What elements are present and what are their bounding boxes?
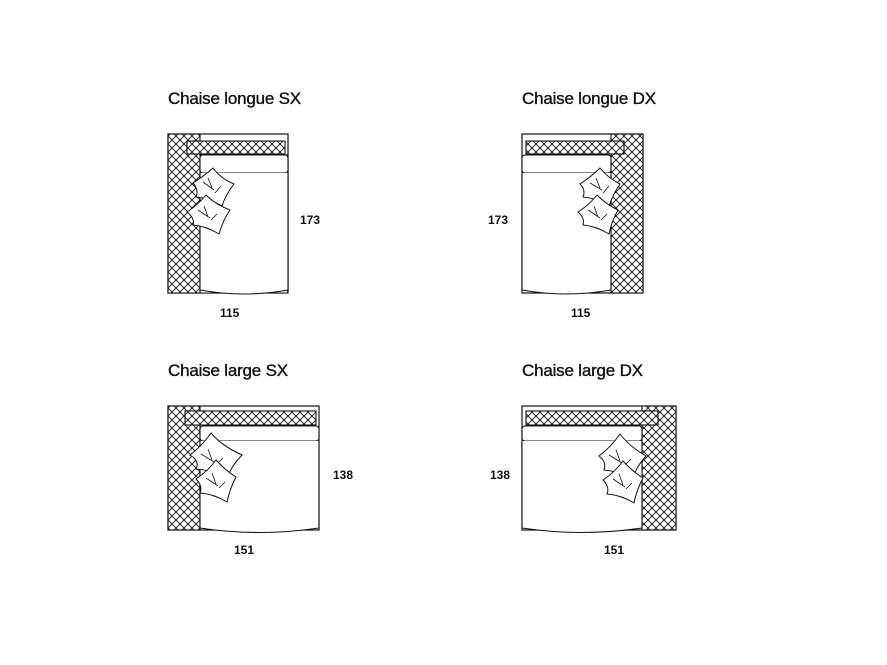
pillow-icon: [577, 167, 621, 235]
side-armrest: [641, 405, 677, 531]
pillow-icon: [186, 167, 235, 235]
module-title: Chaise large SX: [168, 361, 288, 380]
module-title: Chaise large DX: [522, 361, 643, 380]
back-cushion: [525, 140, 625, 155]
width-dimension: 115: [220, 306, 240, 320]
pillow-icon: [598, 433, 647, 504]
back-cushion: [184, 410, 317, 426]
back-cushion: [525, 410, 659, 426]
module-title: Chaise longue DX: [522, 89, 656, 108]
depth-dimension: 173: [488, 213, 509, 227]
depth-dimension: 173: [300, 213, 321, 227]
back-cushion: [186, 140, 286, 155]
width-dimension: 151: [234, 543, 255, 557]
side-armrest: [167, 405, 201, 531]
module-title: Chaise longue SX: [168, 89, 301, 108]
width-dimension: 115: [571, 306, 591, 320]
pillow-icon: [189, 432, 243, 503]
width-dimension: 151: [604, 543, 625, 557]
depth-dimension: 138: [333, 468, 354, 482]
depth-dimension: 138: [490, 468, 511, 482]
